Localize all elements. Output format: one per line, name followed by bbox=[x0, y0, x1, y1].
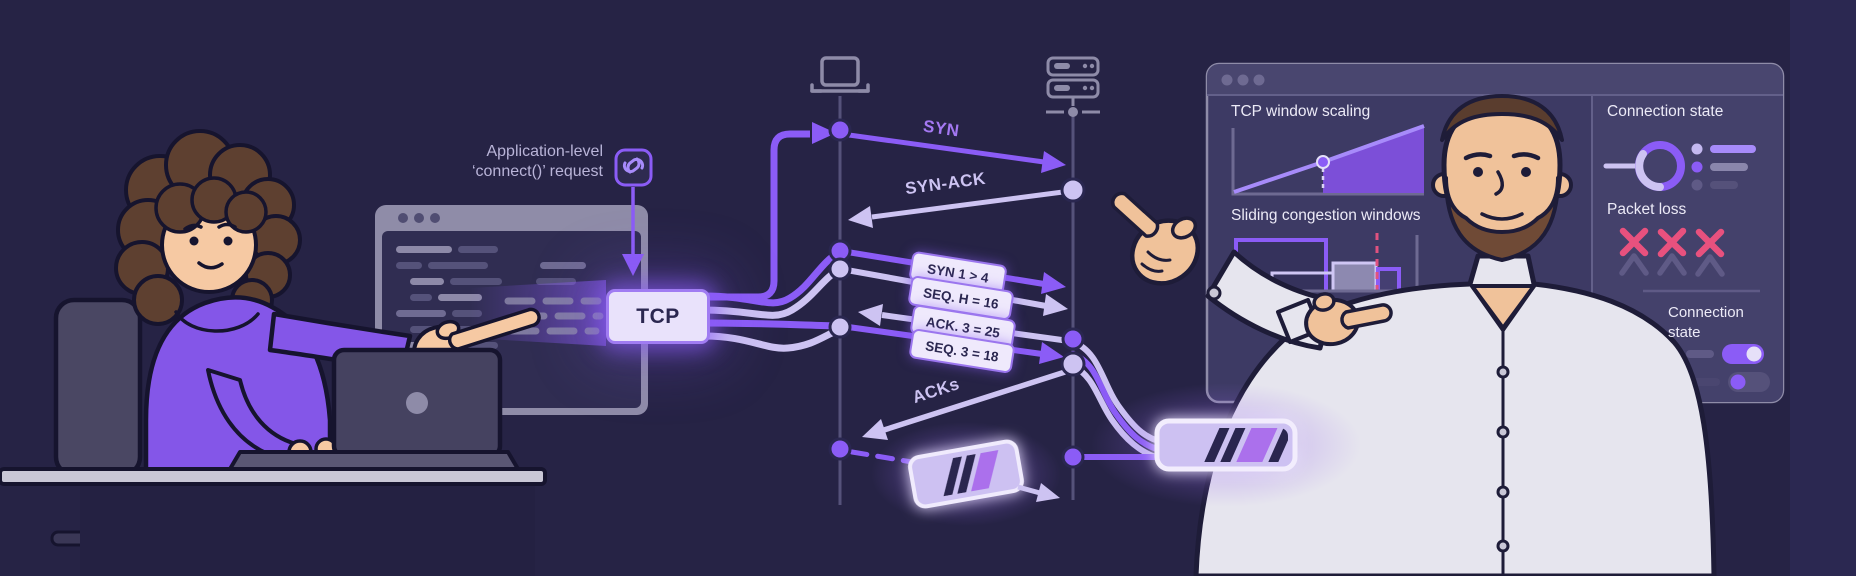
cuff-button bbox=[1206, 285, 1222, 301]
tcp-entry-flow bbox=[704, 122, 836, 301]
state-list bbox=[1691, 143, 1756, 191]
hood-fold bbox=[174, 310, 260, 333]
syn-arrow bbox=[848, 132, 1066, 173]
desk bbox=[0, 467, 547, 576]
congestion-title: Sliding congestion windows bbox=[1231, 207, 1421, 224]
beard bbox=[1444, 176, 1560, 262]
pointing-hand-left bbox=[1110, 191, 1200, 286]
laptop bbox=[228, 347, 520, 471]
index-finger bbox=[447, 307, 541, 351]
toggle-off bbox=[1692, 372, 1770, 392]
window-dots bbox=[398, 213, 440, 223]
window-scaling-chart bbox=[1231, 124, 1425, 196]
syn-ack-arrow bbox=[848, 189, 1064, 228]
lower-title-line2: state bbox=[1668, 323, 1701, 341]
link-icon bbox=[614, 148, 653, 187]
lifeline-nodes bbox=[828, 118, 1086, 469]
laptop-icon bbox=[810, 56, 870, 93]
connection-state-title: Connection state bbox=[1607, 103, 1724, 120]
tcp-box: TCP bbox=[606, 289, 710, 344]
dashed-flow bbox=[849, 449, 915, 465]
head bbox=[1431, 94, 1573, 262]
hair-fringe bbox=[154, 176, 268, 234]
laptop-logo bbox=[406, 392, 428, 414]
index-finger bbox=[1110, 191, 1160, 238]
exit-arrow bbox=[1017, 483, 1060, 502]
woman-illustration bbox=[0, 129, 547, 576]
connect-request-annotation: Application-level ‘connect()’ request bbox=[472, 142, 603, 181]
index-finger bbox=[1340, 303, 1393, 330]
hair bbox=[1440, 94, 1564, 142]
data-packet-small bbox=[908, 439, 1024, 509]
face-features bbox=[183, 222, 237, 270]
data-packet-large bbox=[1154, 418, 1298, 472]
tcp-flow-curves bbox=[700, 248, 844, 352]
buttons bbox=[1496, 365, 1510, 553]
background-band bbox=[1790, 0, 1856, 576]
man-illustration bbox=[1110, 94, 1717, 576]
connection-state-lower-title: Connection state bbox=[1668, 303, 1778, 342]
window-scaling-title: TCP window scaling bbox=[1231, 103, 1371, 120]
acks-arrow bbox=[862, 369, 1066, 440]
toggle-on bbox=[1686, 344, 1764, 364]
dropped-packet-icons bbox=[1619, 253, 1725, 277]
lower-title-line1: Connection bbox=[1668, 304, 1744, 321]
window-dots bbox=[1221, 74, 1265, 86]
tcp-label: TCP bbox=[636, 304, 680, 328]
annotation-line1: Application-level bbox=[486, 143, 603, 160]
annotation-line2: ‘connect()’ request bbox=[471, 162, 603, 180]
packet-loss-marks bbox=[1619, 227, 1725, 277]
nose bbox=[1494, 170, 1504, 196]
connection-gauge-icon bbox=[1603, 141, 1685, 191]
packet-loss-title: Packet loss bbox=[1607, 201, 1687, 218]
mouth bbox=[1480, 212, 1524, 221]
server-icon bbox=[1046, 56, 1100, 117]
pointing-hand-right bbox=[1276, 292, 1393, 347]
connect-arrow bbox=[622, 187, 644, 276]
